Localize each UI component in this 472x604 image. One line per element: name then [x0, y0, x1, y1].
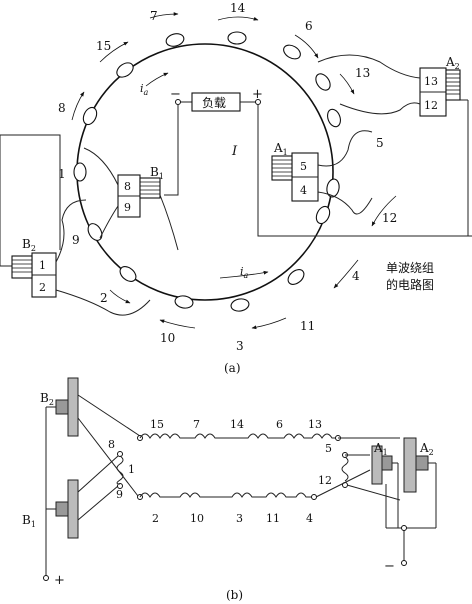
svg-text:1: 1: [128, 463, 135, 476]
brush-a2-bar: [403, 437, 417, 493]
svg-text:6: 6: [276, 418, 283, 431]
coil-label: 9: [72, 233, 80, 247]
caption-a: (a): [224, 361, 241, 375]
svg-text:1: 1: [39, 259, 46, 272]
svg-text:9: 9: [124, 201, 131, 214]
svg-text:10: 10: [190, 512, 204, 525]
svg-text:13: 13: [308, 418, 322, 431]
ring-coil: [283, 44, 301, 60]
figure-a: 14 6 13 5 12 4 11 3 10 2 9 1 8 15 7: [0, 1, 472, 375]
minus-sign: −: [170, 87, 181, 102]
svg-text:4: 4: [300, 184, 307, 197]
svg-text:B1: B1: [22, 513, 36, 529]
ring-coil: [315, 205, 331, 225]
svg-text:2: 2: [152, 512, 159, 525]
current-ia-label: ia: [240, 265, 249, 280]
coil-label: 8: [58, 101, 66, 115]
svg-text:12: 12: [318, 474, 332, 487]
ring-coil: [165, 33, 185, 47]
ring-coil: [326, 178, 340, 198]
brush-a2: 13 12 A2: [419, 55, 461, 117]
plus-sign: +: [252, 87, 263, 102]
top-coil-chain: [139, 433, 336, 439]
load-label: 负载: [202, 96, 226, 110]
coil-label: 11: [300, 319, 315, 333]
svg-text:2: 2: [39, 281, 46, 294]
ring-coil: [73, 162, 87, 182]
svg-text:8: 8: [108, 438, 115, 451]
ring-coil: [119, 266, 137, 282]
ring-coil: [174, 295, 194, 309]
current-I-label: I: [231, 144, 238, 159]
coil-1-zig: [116, 455, 124, 485]
svg-text:11: 11: [266, 512, 280, 525]
svg-text:B2: B2: [40, 391, 54, 407]
current-ia-label: ia: [140, 82, 149, 97]
svg-text:15: 15: [150, 418, 164, 431]
svg-text:3: 3: [236, 512, 243, 525]
svg-text:B2: B2: [22, 237, 36, 253]
minus-terminal: −: [384, 559, 395, 574]
brush-b2: 1 2 B2: [11, 237, 57, 298]
svg-text:A1: A1: [373, 441, 388, 457]
svg-text:9: 9: [116, 488, 123, 501]
coil-label: 7: [150, 9, 158, 23]
plus-terminal: +: [54, 573, 65, 588]
caption-b: (b): [226, 588, 243, 602]
coil-label: 5: [376, 136, 384, 150]
brush-a1: 5 4 A1: [271, 141, 319, 202]
ring-coil: [116, 62, 134, 78]
coil-label: 14: [230, 1, 246, 15]
svg-text:B1: B1: [150, 165, 164, 181]
ring-coil: [87, 223, 103, 241]
svg-text:A2: A2: [445, 55, 460, 71]
ring-coil: [315, 73, 331, 91]
svg-text:13: 13: [424, 75, 438, 88]
coil-label: 6: [305, 19, 313, 33]
brush-b1: 8 9 B1: [117, 165, 164, 218]
svg-text:8: 8: [124, 180, 131, 193]
coil-label: 3: [236, 339, 244, 353]
coil-label: 1: [58, 167, 66, 181]
coil-label: 13: [355, 66, 370, 80]
svg-text:12: 12: [424, 99, 438, 112]
svg-text:A2: A2: [419, 441, 434, 457]
figure-b: B2 B1 + 8 1 9 15 7 14: [22, 377, 437, 602]
note-line-1: 单波绕组: [386, 261, 434, 275]
ring-coil: [230, 298, 250, 312]
ring-coil: [287, 269, 305, 285]
svg-text:5: 5: [325, 442, 332, 455]
bottom-coil-chain: [139, 492, 312, 498]
coil-label: 10: [160, 331, 175, 345]
coil-label: 2: [100, 291, 108, 305]
note-line-2: 的电路图: [386, 277, 434, 292]
svg-text:4: 4: [306, 512, 313, 525]
svg-text:14: 14: [230, 418, 244, 431]
ring-coil: [327, 108, 341, 128]
svg-text:A1: A1: [273, 141, 288, 157]
svg-text:5: 5: [300, 160, 307, 173]
coil-label: 12: [382, 211, 397, 225]
svg-text:7: 7: [193, 418, 200, 431]
brush-b2-bar: [67, 377, 79, 437]
coil-label: 15: [96, 39, 111, 53]
ring-coil: [82, 106, 98, 126]
ring-coils: [73, 31, 341, 312]
coil-label: 4: [352, 269, 360, 283]
ring-coil: [227, 31, 247, 45]
brush-b1-bar: [67, 479, 79, 539]
